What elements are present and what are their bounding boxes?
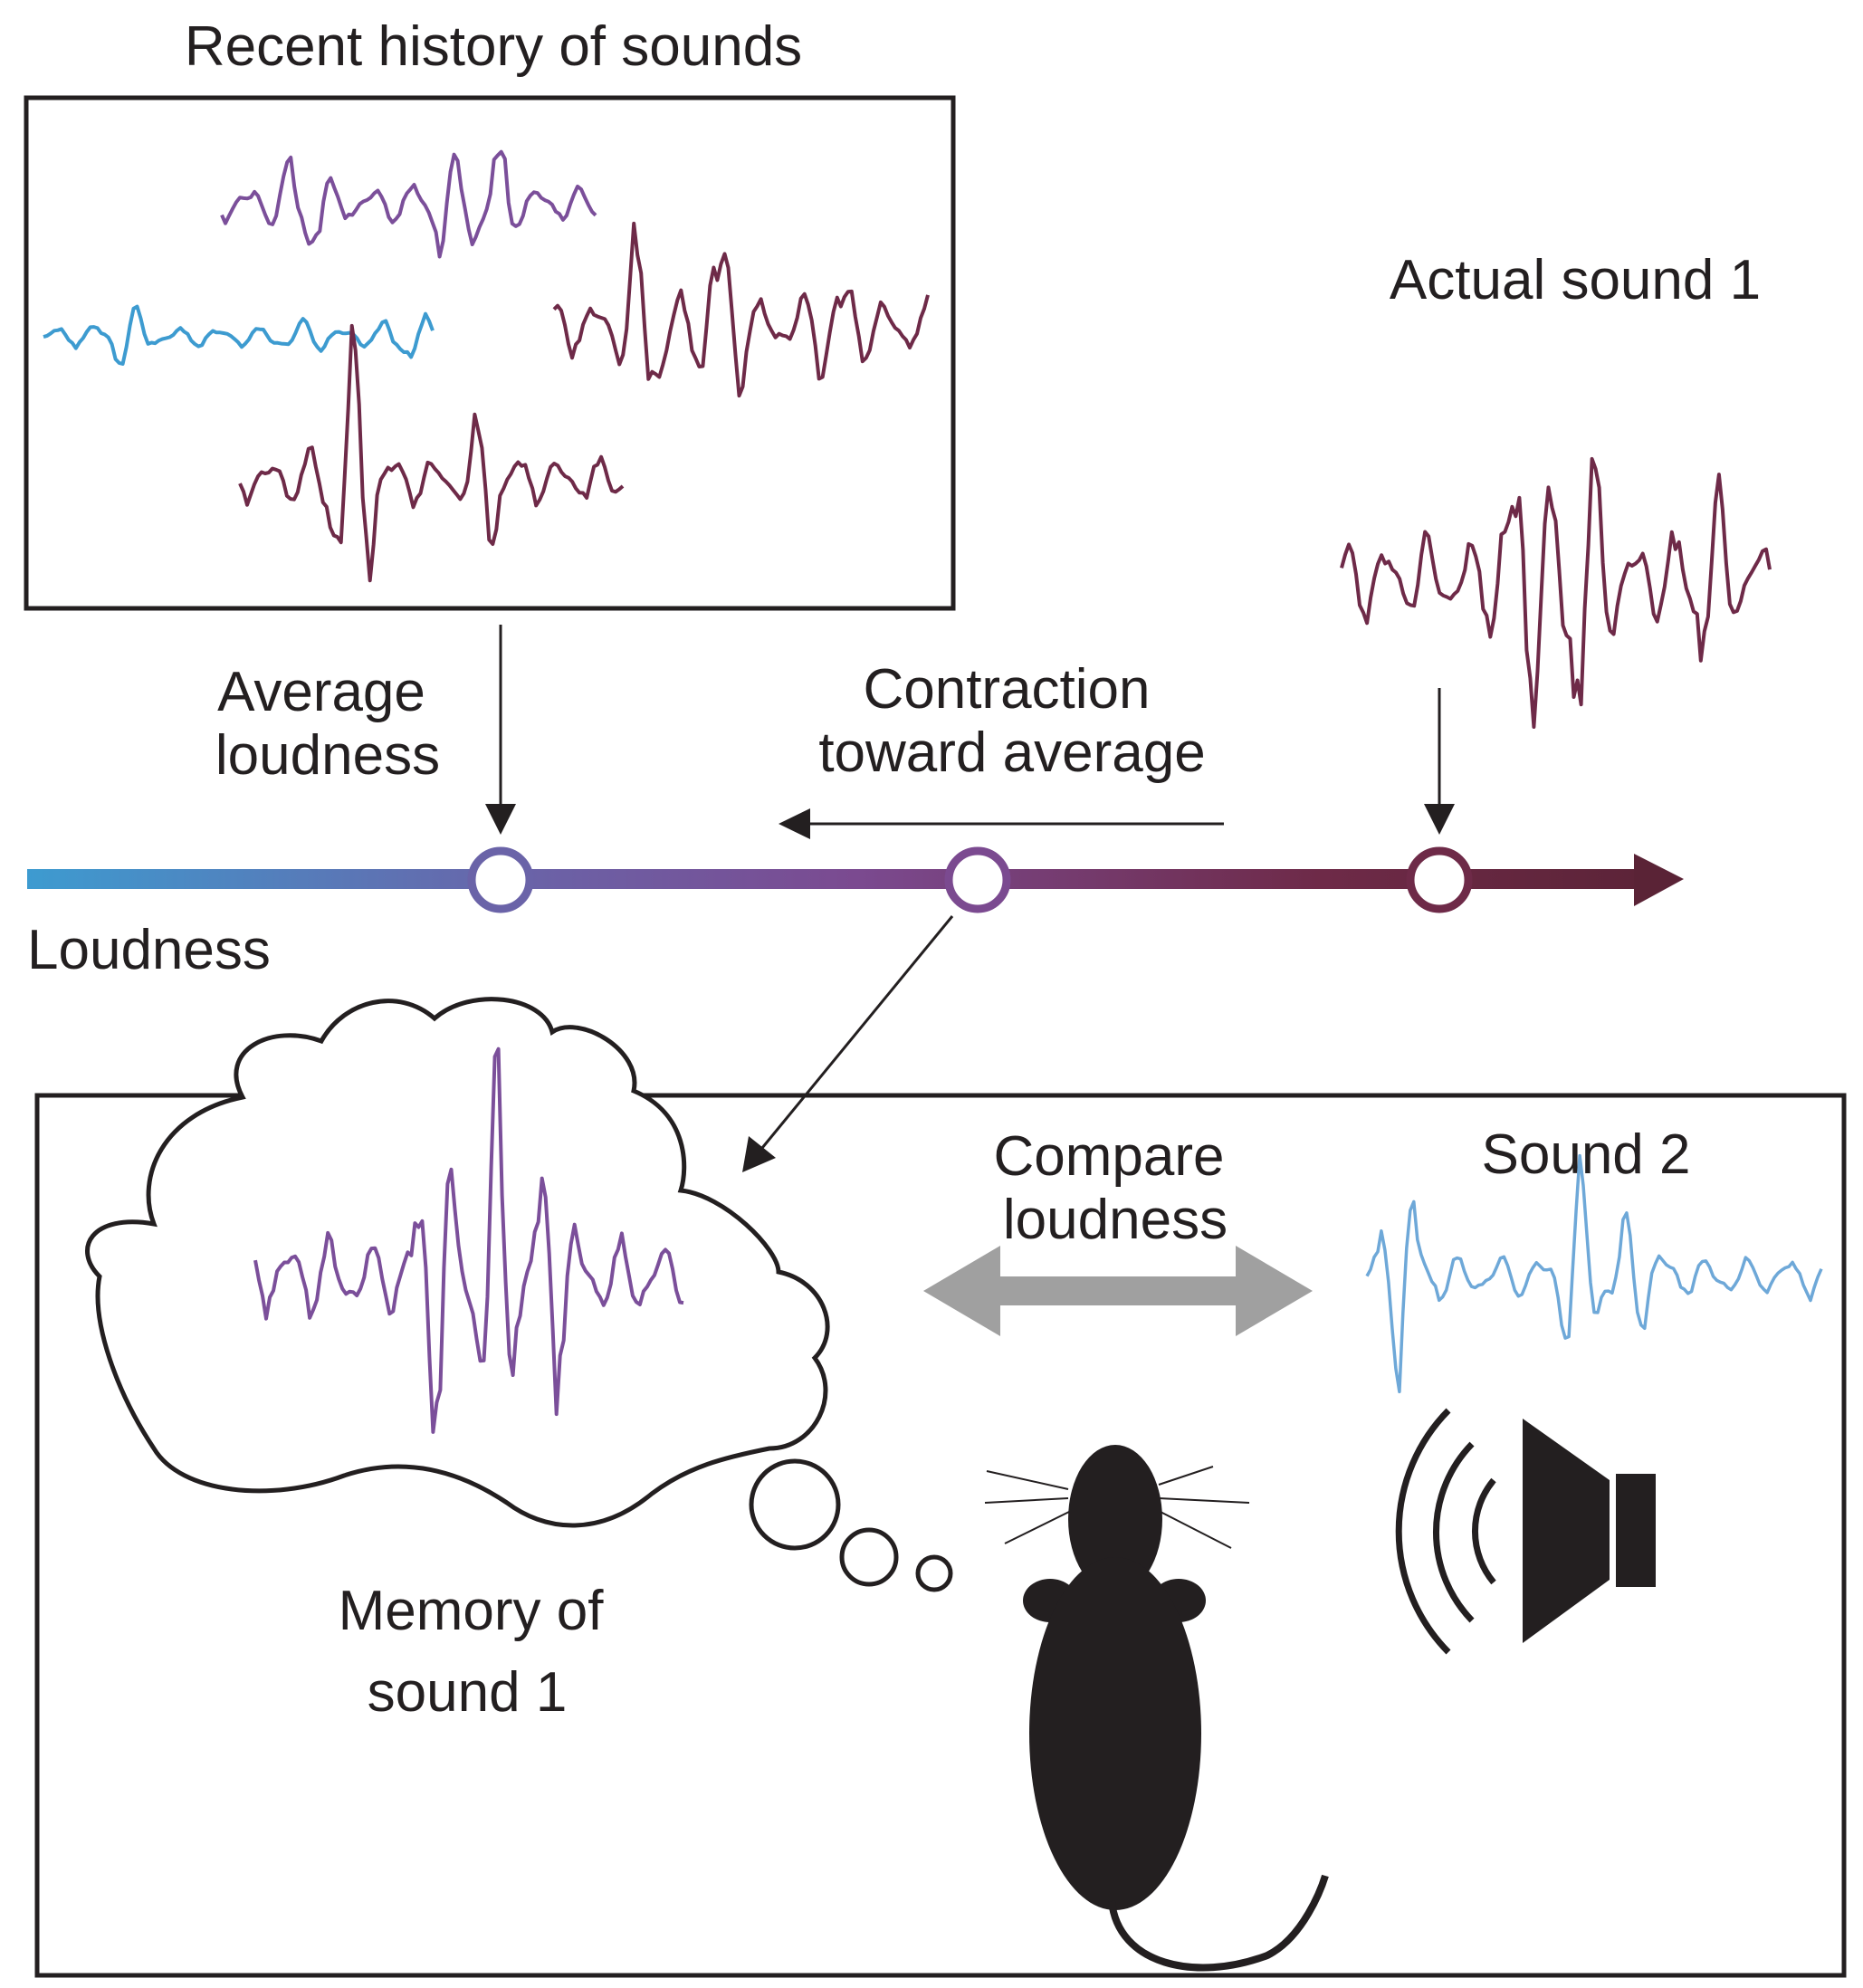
loudness-axis bbox=[27, 854, 1684, 906]
contraction-label-line1: Contraction bbox=[863, 658, 1150, 721]
actual-sound-waveform bbox=[1340, 456, 1772, 729]
history-waveforms bbox=[43, 149, 930, 583]
sound2-waveform bbox=[1365, 1153, 1823, 1394]
thought-bubble-large bbox=[749, 1458, 841, 1551]
actual-sound-label: Actual sound 1 bbox=[1390, 249, 1761, 311]
average-arrow bbox=[485, 625, 516, 835]
actual-arrow bbox=[1424, 688, 1455, 835]
memory-label-line1: Memory of bbox=[339, 1580, 605, 1642]
trial-box bbox=[34, 1093, 1847, 1978]
mouse-icon bbox=[984, 1445, 1329, 1972]
compare-double-arrow bbox=[923, 1246, 1313, 1336]
memory-marker bbox=[944, 846, 1011, 913]
average-marker bbox=[467, 846, 534, 913]
history-title: Recent history of sounds bbox=[185, 15, 802, 78]
history-wave-loud-left bbox=[238, 323, 625, 583]
thought-cloud bbox=[85, 997, 830, 1528]
actual-sound-path bbox=[1340, 456, 1772, 729]
contraction-label-line2: toward average bbox=[818, 722, 1205, 784]
average-label-line2: loudness bbox=[215, 724, 440, 787]
sound2-label: Sound 2 bbox=[1482, 1123, 1691, 1186]
history-wave-quiet bbox=[43, 304, 435, 366]
thought-bubble-small bbox=[915, 1554, 953, 1592]
memory-arrow bbox=[742, 915, 954, 1172]
memory-waveform bbox=[253, 1047, 684, 1434]
thought-bubble-medium bbox=[839, 1527, 899, 1587]
compare-label-line2: loudness bbox=[1003, 1189, 1228, 1251]
contraction-arrow bbox=[779, 808, 1224, 839]
memory-label-line2: sound 1 bbox=[368, 1661, 568, 1724]
memory-sound-path bbox=[253, 1047, 684, 1434]
history-box bbox=[24, 95, 956, 611]
axis-label: Loudness bbox=[27, 919, 271, 981]
actual-marker bbox=[1406, 846, 1473, 913]
sound2-sound-path bbox=[1365, 1153, 1823, 1394]
average-label-line1: Average bbox=[217, 661, 425, 723]
speaker-icon bbox=[1395, 1408, 1656, 1655]
history-wave-medium bbox=[220, 149, 597, 259]
history-wave-loud-right bbox=[552, 221, 930, 398]
compare-label-line1: Compare bbox=[994, 1125, 1225, 1188]
